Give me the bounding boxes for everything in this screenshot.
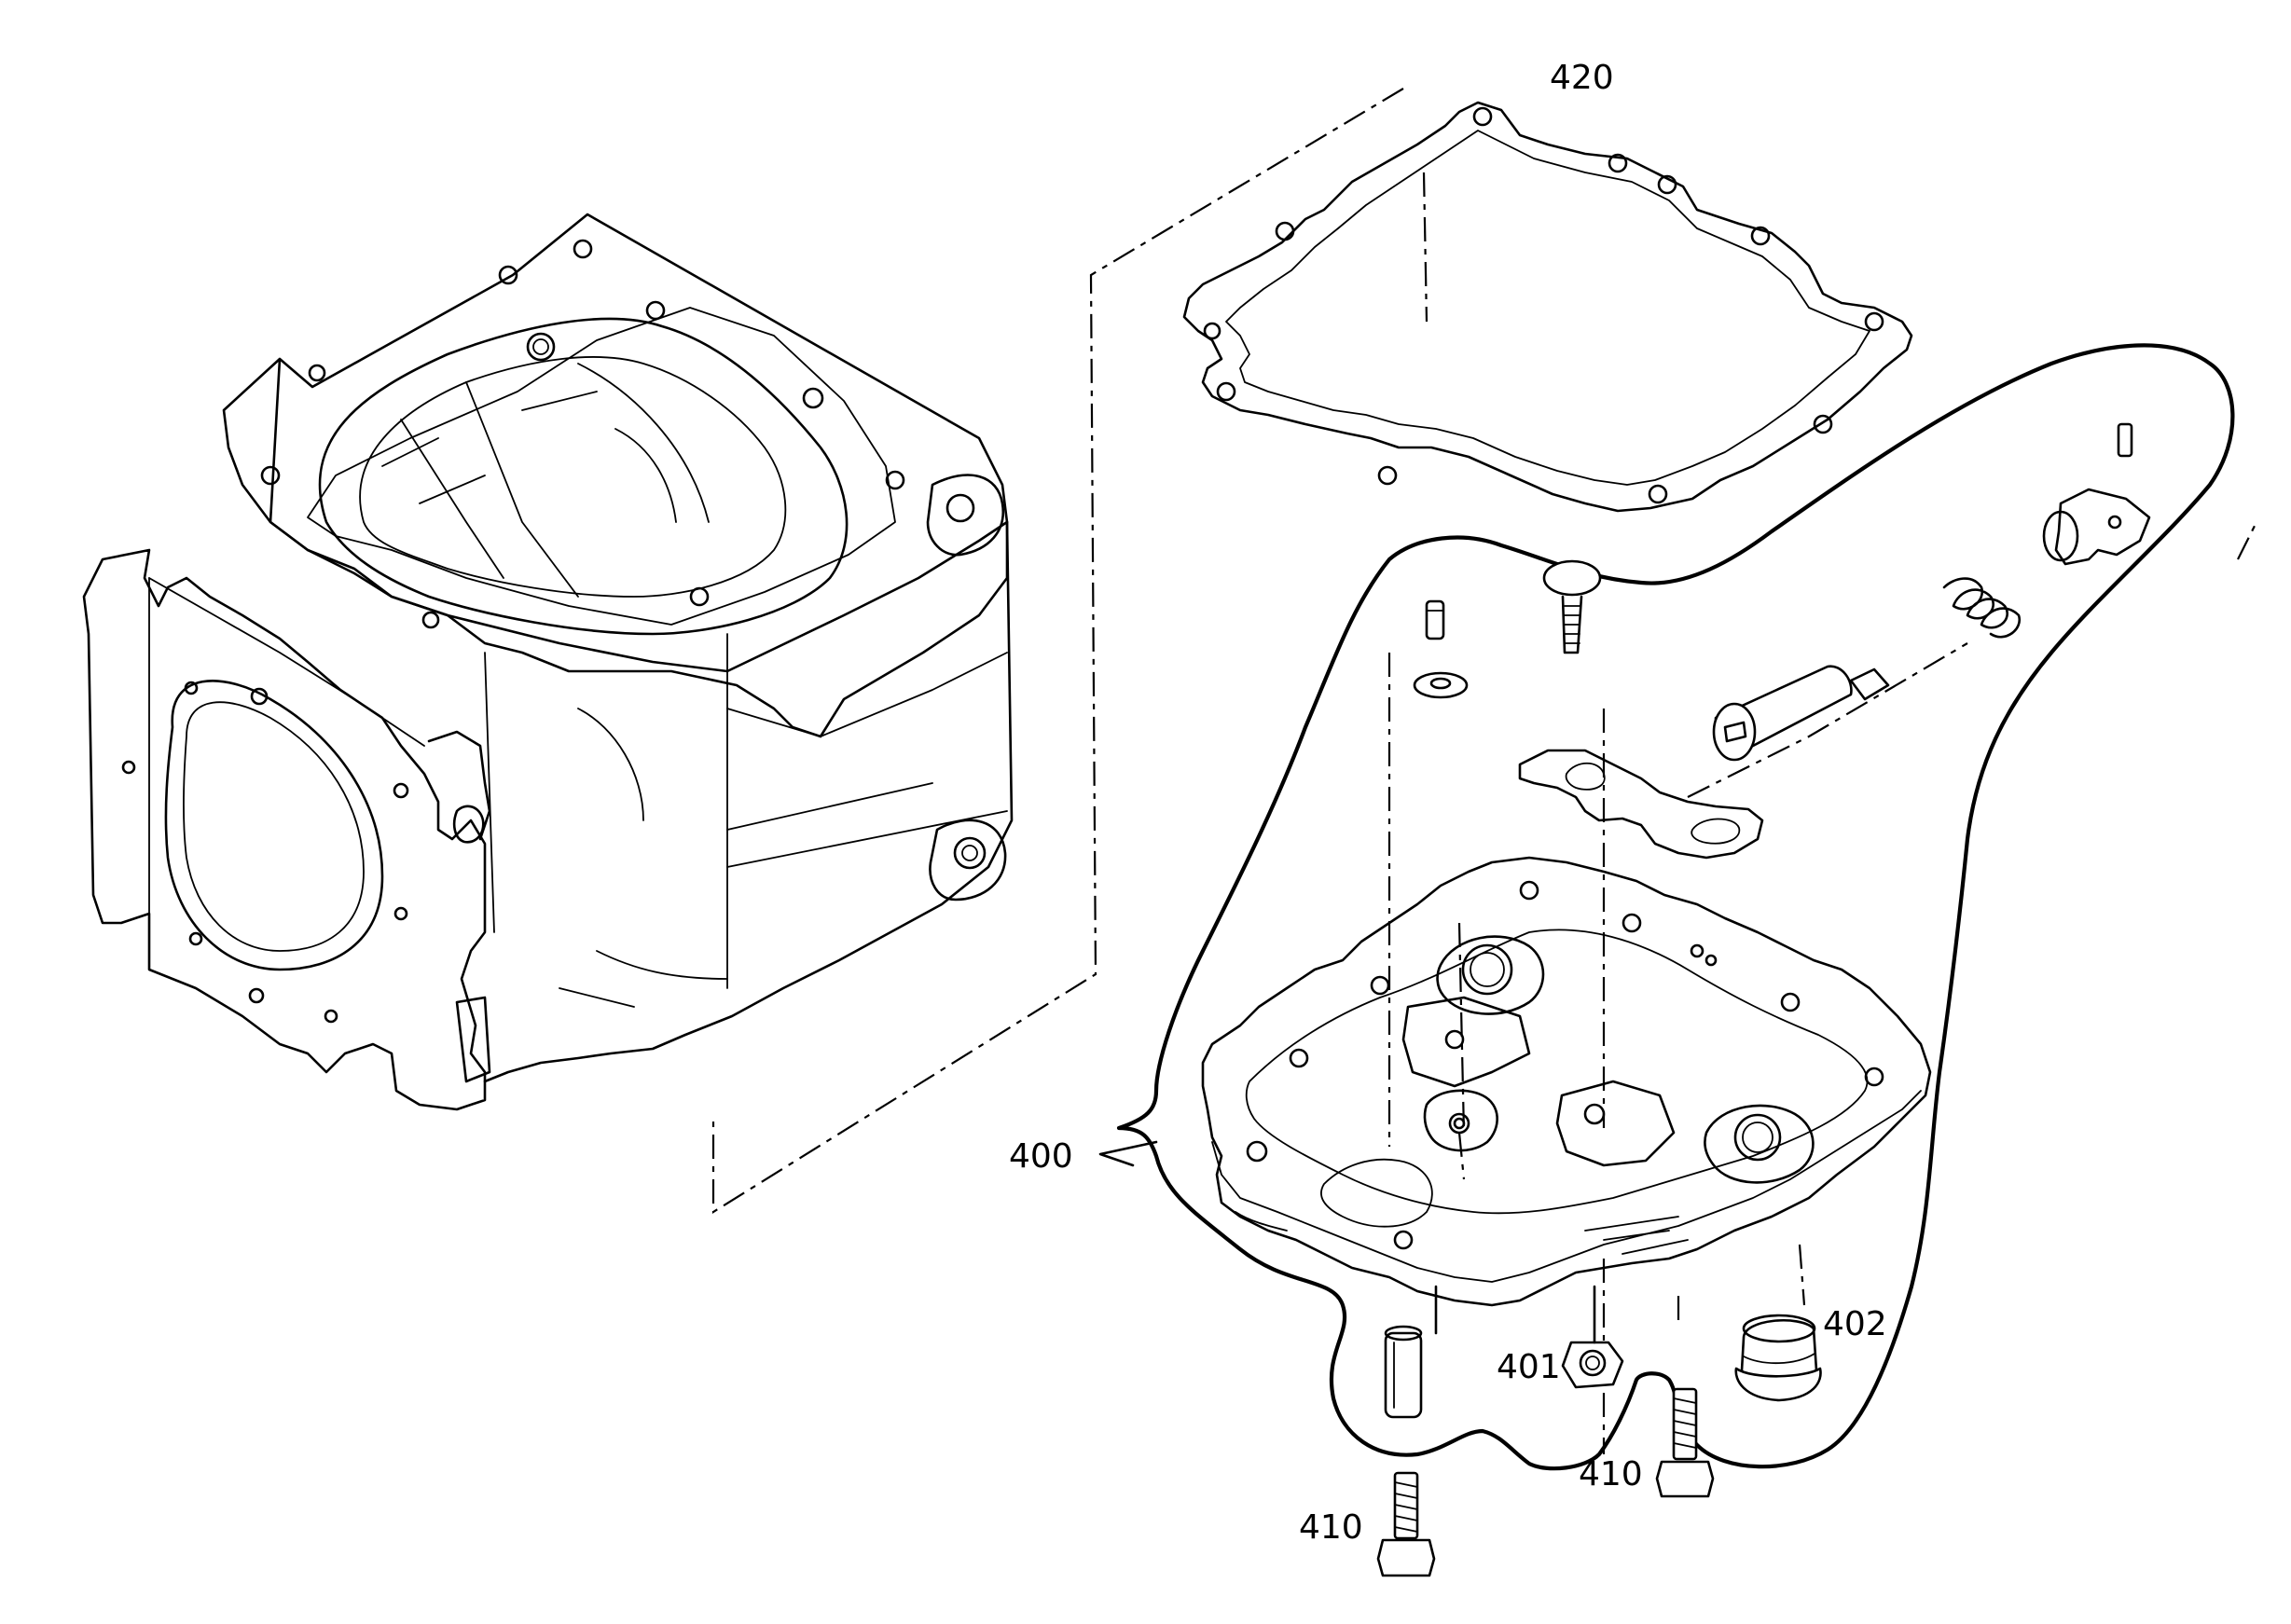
bolt-410-left [1376,1471,1436,1577]
dowel-sleeve [1384,1325,1423,1419]
callout-401: 401 [1497,1348,1561,1386]
callout-420: 420 [1550,59,1614,97]
transmission-housing [82,213,1014,1111]
callout-402: 402 [1823,1305,1887,1343]
callout-410-left: 410 [1299,1508,1363,1547]
valve-components [1413,422,2151,860]
assembly-guide-lines [711,88,2257,1454]
gasket [1182,101,1913,513]
valve-cover [1201,856,1932,1307]
assembly-group-outline [1098,343,2235,1471]
plug-402 [1734,1314,1822,1402]
callout-410-right: 410 [1579,1455,1643,1493]
nut-401 [1561,1341,1624,1389]
callout-400: 400 [1009,1137,1073,1176]
fasteners [1376,1285,1822,1577]
bolt-410-right [1655,1387,1715,1498]
